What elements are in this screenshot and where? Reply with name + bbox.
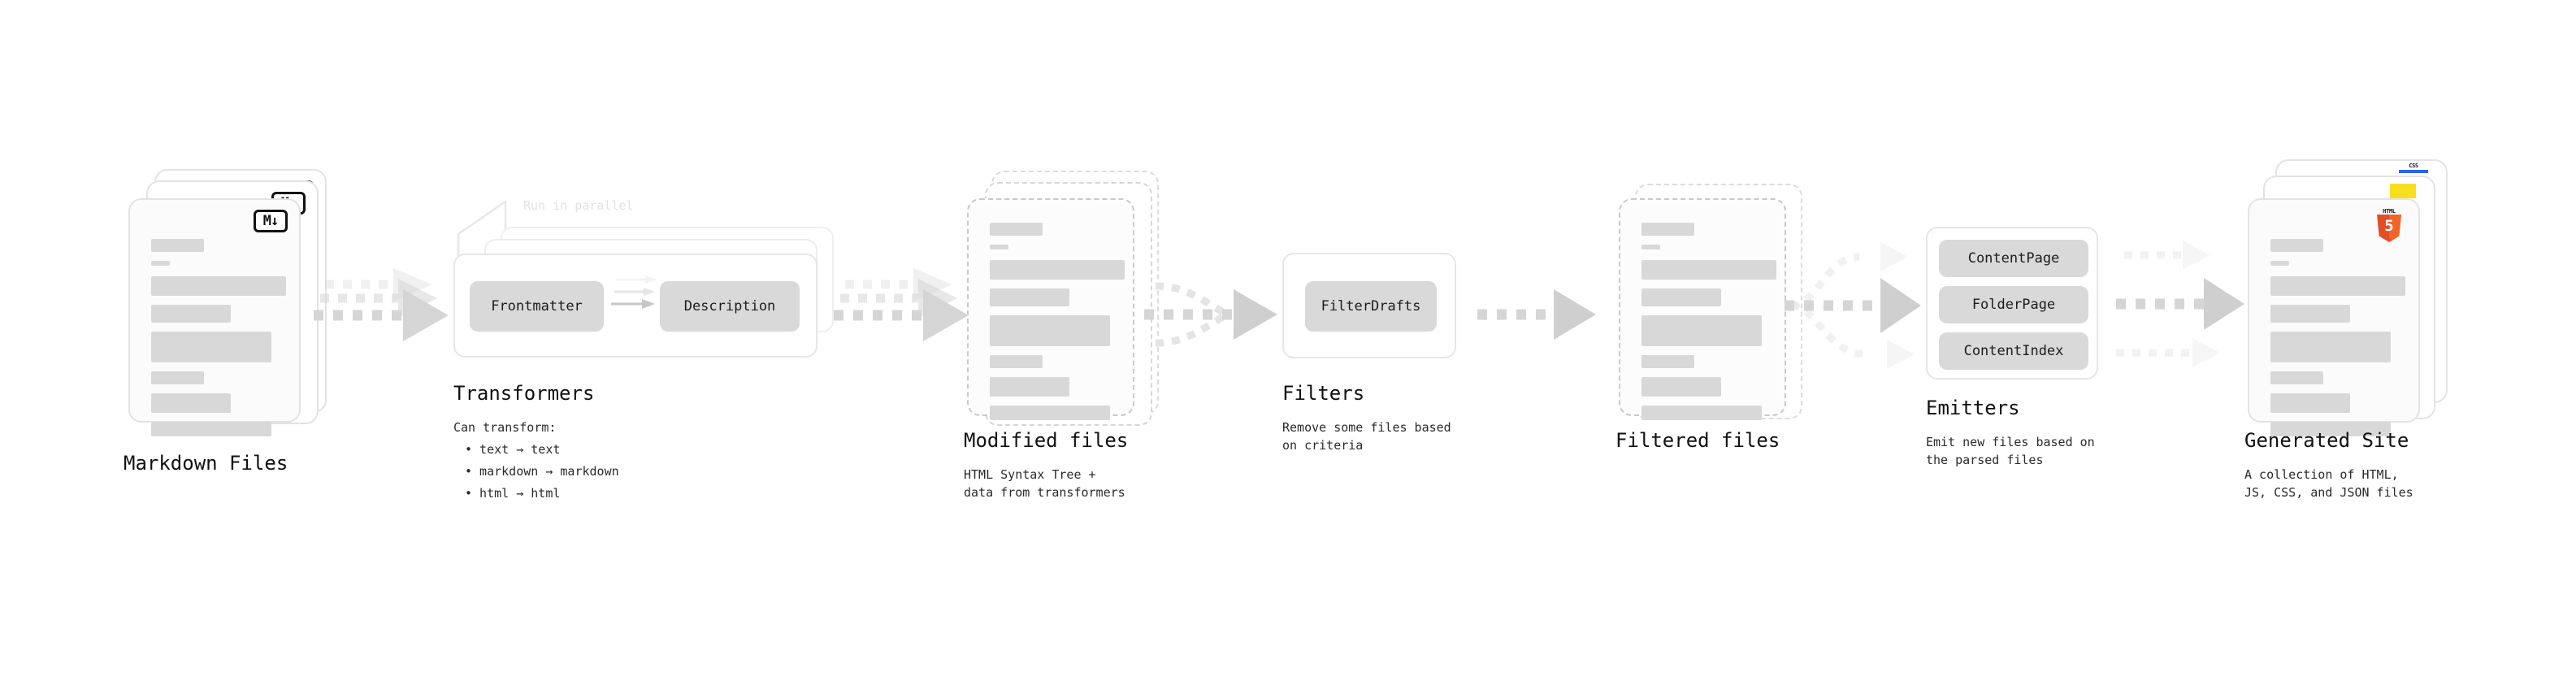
site-file-html: HTML 5	[2248, 198, 2420, 436]
content-bar	[2270, 371, 2323, 384]
content-bar	[151, 422, 271, 436]
content-bar	[151, 393, 231, 413]
filters-title: Filters	[1282, 382, 1365, 405]
emitters-title: Emitters	[1926, 397, 2020, 419]
html5-shield: 5	[2377, 215, 2401, 242]
filters-box: FilterDrafts	[1282, 253, 1456, 358]
file-content-bars	[1641, 223, 1776, 429]
transformers-caption-item-1: • text → text	[465, 442, 561, 457]
markdown-icon: M↓	[254, 210, 288, 232]
content-bar	[1641, 315, 1762, 346]
generated-site-caption-line2: JS, CSS, and JSON files	[2244, 485, 2413, 500]
modified-files-caption-line2: data from transformers	[964, 485, 1125, 500]
markdown-file-front: M↓	[128, 198, 301, 436]
content-bar	[990, 406, 1110, 420]
css-icon: CSS	[2399, 163, 2428, 173]
content-bar	[151, 261, 170, 266]
content-bar	[990, 355, 1043, 368]
content-bar	[1641, 377, 1721, 397]
content-bar	[990, 288, 1069, 306]
emitters-caption-line1: Emit new files based on	[1926, 435, 2095, 449]
content-bar	[990, 260, 1125, 280]
filters-caption-line2: on criteria	[1282, 438, 1364, 453]
content-bar	[151, 332, 271, 362]
arrow-modified-to-filters	[1144, 282, 1277, 347]
content-bar	[151, 371, 204, 384]
content-bar	[151, 276, 286, 296]
content-bar	[990, 245, 1008, 249]
content-bar	[990, 315, 1110, 346]
content-bar	[1641, 355, 1694, 368]
html5-word: HTML	[2383, 208, 2396, 215]
transformer-pill-description[interactable]: Description	[660, 281, 800, 332]
content-bar	[2270, 276, 2405, 296]
content-bar	[1641, 260, 1776, 280]
modified-files-title: Modified files	[964, 429, 1129, 452]
js-icon	[2390, 184, 2416, 198]
transformers-title: Transformers	[453, 382, 595, 405]
filter-pill-filterdrafts[interactable]: FilterDrafts	[1305, 281, 1437, 332]
run-in-parallel-label: Run in parallel	[523, 198, 634, 213]
file-content-bars	[2270, 239, 2405, 445]
filters-caption-line1: Remove some files based	[1282, 420, 1451, 435]
generated-site-caption-line1: A collection of HTML,	[2244, 467, 2399, 482]
content-bar	[2270, 261, 2289, 266]
content-bar	[1641, 223, 1694, 236]
transformer-card-front: Frontmatter Description	[453, 254, 817, 358]
filtered-files-title: Filtered files	[1615, 429, 1780, 452]
content-bar	[2270, 305, 2350, 323]
modified-files-caption-line1: HTML Syntax Tree +	[964, 467, 1096, 482]
filtered-file-front	[1619, 198, 1786, 420]
arrow-markdown-to-transformers	[314, 268, 449, 341]
content-bar	[151, 239, 204, 252]
emitters-box: ContentPage FolderPage ContentIndex	[1926, 227, 2098, 380]
content-bar	[1641, 406, 1762, 420]
modified-file-front	[967, 198, 1134, 420]
arrow-emitters-to-site	[2116, 241, 2244, 367]
html5-icon: HTML 5	[2374, 208, 2404, 244]
arrow-transformers-to-modified	[834, 268, 969, 341]
content-bar	[2270, 332, 2391, 362]
html5-five: 5	[2384, 217, 2394, 235]
emitters-caption-line2: the parsed files	[1926, 453, 2044, 467]
file-content-bars	[151, 239, 286, 445]
file-content-bars	[990, 223, 1125, 429]
transformers-caption-item-2: • markdown → markdown	[465, 464, 619, 479]
generated-site-title: Generated Site	[2244, 429, 2409, 452]
content-bar	[2270, 239, 2323, 252]
transformers-caption-item-3: • html → html	[465, 486, 561, 501]
content-bar	[1641, 288, 1721, 306]
emitter-pill-contentindex[interactable]: ContentIndex	[1939, 332, 2088, 370]
emitter-pill-folderpage[interactable]: FolderPage	[1939, 286, 2088, 323]
content-bar	[990, 223, 1043, 236]
run-in-parallel-connector	[457, 199, 507, 258]
arrow-filters-to-filtered	[1477, 289, 1596, 340]
content-bar	[990, 377, 1069, 397]
transformer-pill-frontmatter[interactable]: Frontmatter	[470, 281, 604, 332]
markdown-files-title: Markdown Files	[124, 452, 288, 475]
content-bar	[2270, 422, 2391, 436]
transformer-inner-arrows	[611, 275, 657, 309]
transformers-caption-head: Can transform:	[453, 420, 557, 435]
content-bar	[2270, 393, 2350, 413]
content-bar	[1641, 245, 1660, 249]
emitter-pill-contentpage[interactable]: ContentPage	[1939, 240, 2088, 277]
content-bar	[151, 305, 231, 323]
arrow-filtered-to-emitters	[1785, 242, 1921, 369]
